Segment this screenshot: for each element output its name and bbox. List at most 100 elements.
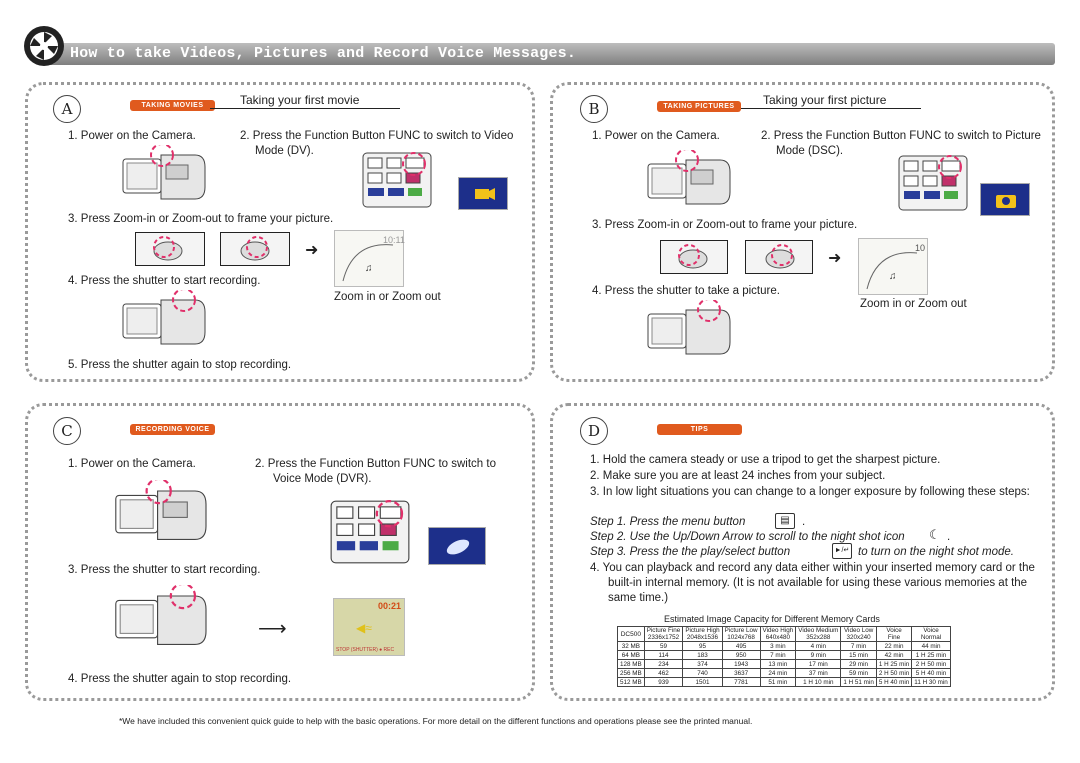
table-cell: 512 MB	[617, 677, 645, 687]
panel-a-step2: 2. Press the Function Button FUNC to swi…	[240, 130, 514, 157]
still-camera-icon	[996, 195, 1016, 208]
panel-c-tag: RECORDING VOICE	[130, 424, 215, 435]
camcorder-shutter-illustration	[122, 290, 206, 345]
table-cell: 2 H 50 min	[911, 659, 951, 669]
camcorder-illustration-c	[115, 480, 207, 540]
header-line: Voice	[923, 627, 939, 634]
svg-text:♫: ♫	[365, 263, 373, 274]
table-cell: 462	[643, 668, 684, 678]
zoom-out-illustration-b	[745, 240, 813, 274]
panel-taking-pictures	[550, 82, 1055, 382]
table-cell: 1 H 25 min	[875, 659, 913, 669]
panel-c-step1: 1. Power on the Camera.	[68, 458, 196, 470]
panel-tips	[550, 403, 1055, 701]
svg-text:♫: ♫	[889, 271, 897, 282]
panel-a-tag: TAKING MOVIES	[130, 100, 215, 111]
table-cell: 495	[721, 641, 761, 651]
tip-3-step-2: Step 2. Use the Up/Down Arrow to scroll …	[590, 531, 905, 543]
panel-c-letter: C	[53, 417, 81, 445]
picture-mode-thumbnail	[980, 183, 1030, 216]
table-cell: 7 min	[759, 650, 797, 660]
long-arrow-right-icon: ⟶	[258, 618, 287, 640]
panel-b-step2: 2. Press the Function Button FUNC to swi…	[761, 130, 1041, 157]
title-bar: How to take Videos, Pictures and Record …	[40, 43, 1055, 65]
recording-status-label: STOP (SHUTTER) ● REC	[336, 647, 395, 653]
panel-a-step3: 3. Press Zoom-in or Zoom-out to frame yo…	[68, 213, 334, 225]
panel-d-tag: TIPS	[657, 424, 742, 435]
table-cell: 939	[643, 677, 684, 687]
panel-c-step4: 4. Press the shutter again to stop recor…	[68, 673, 292, 685]
panel-recording-voice	[25, 403, 535, 701]
panel-taking-movies	[25, 82, 535, 382]
table-cell: 1 H 25 min	[911, 650, 951, 660]
table-cell: 44 min	[911, 641, 951, 651]
table-cell: 128 MB	[617, 659, 645, 669]
panel-d-letter: D	[580, 417, 608, 445]
panel-a-step4: 4. Press the shutter to start recording.	[68, 275, 261, 287]
header-line: Picture Fine	[646, 627, 681, 634]
table-cell: 950	[721, 650, 761, 660]
tip-2: 2. Make sure you are at least 24 inches …	[590, 470, 886, 482]
table-cell: 22 min	[875, 641, 913, 651]
table-cell: 11 H 30 min	[911, 677, 951, 687]
recording-timer: 00:21	[377, 601, 401, 611]
night-shot-icon: ☾	[929, 527, 941, 542]
table-cell: 9 min	[795, 650, 842, 660]
header-line: 640x480	[765, 634, 790, 641]
table-cell: 234	[643, 659, 684, 669]
tip-1: 1. Hold the camera steady or use a tripo…	[590, 454, 941, 466]
header-line: Picture Low	[724, 627, 758, 634]
panel-a-subtitle: Taking your first movie	[240, 93, 360, 107]
panel-a-zoom-caption: Zoom in or Zoom out	[334, 291, 441, 303]
table-cell: 64 MB	[617, 650, 645, 660]
table-cell: 1 H 10 min	[795, 677, 842, 687]
header-line: Picture High	[685, 627, 720, 634]
table-cell: 5 H 40 min	[875, 677, 913, 687]
panel-c-step3: 3. Press the shutter to start recording.	[68, 564, 261, 576]
header-line: Voice	[886, 627, 902, 634]
table-cell: 7781	[721, 677, 761, 687]
arrow-right-icon-b: ➜	[828, 250, 842, 267]
table-cell: 1 H 51 min	[840, 677, 877, 687]
camcorder-illustration	[122, 145, 206, 200]
table-cell: 740	[682, 668, 723, 678]
tip-3: 3. In low light situations you can chang…	[590, 486, 1030, 498]
zoom-in-illustration-b	[660, 240, 728, 274]
panel-b-subtitle: Taking your first picture	[763, 93, 887, 107]
panel-b-subtitle-underline	[741, 108, 921, 109]
voice-recording-screen: 00:21 ◀≈ STOP (SHUTTER) ● REC	[333, 598, 405, 656]
table-cell: 114	[643, 650, 684, 660]
tip-3-step-1: Step 1. Press the menu button	[590, 516, 746, 528]
table-cell: 4 min	[795, 641, 842, 651]
panel-a-step5: 5. Press the shutter again to stop recor…	[68, 359, 292, 371]
table-cell: 374	[682, 659, 723, 669]
camcorder-illustration-b	[647, 150, 731, 205]
function-button-pad	[362, 152, 432, 208]
header-line: Video Low	[843, 627, 874, 634]
svg-text:10:11: 10:11	[383, 235, 405, 245]
panel-a-step1: 1. Power on the Camera.	[68, 130, 196, 142]
panel-b-zoom-caption: Zoom in or Zoom out	[860, 298, 967, 310]
table-cell: 5 H 40 min	[911, 668, 951, 678]
table-cell: 1943	[721, 659, 761, 669]
panel-b-step4: 4. Press the shutter to take a picture.	[592, 285, 780, 297]
table-cell: 32 MB	[617, 641, 645, 651]
menu-button-icon: ▤	[775, 513, 795, 529]
panel-b-step3: 3. Press Zoom-in or Zoom-out to frame yo…	[592, 219, 858, 231]
header-line: 320x240	[846, 634, 871, 641]
camcorder-shutter-illustration-b	[647, 300, 731, 355]
header-line: 2336x1752	[647, 634, 680, 641]
page-title: How to take Videos, Pictures and Record …	[70, 45, 577, 62]
camera-shutter-icon	[24, 26, 64, 66]
video-camera-icon	[475, 188, 495, 200]
table-cell: 24 min	[759, 668, 797, 678]
